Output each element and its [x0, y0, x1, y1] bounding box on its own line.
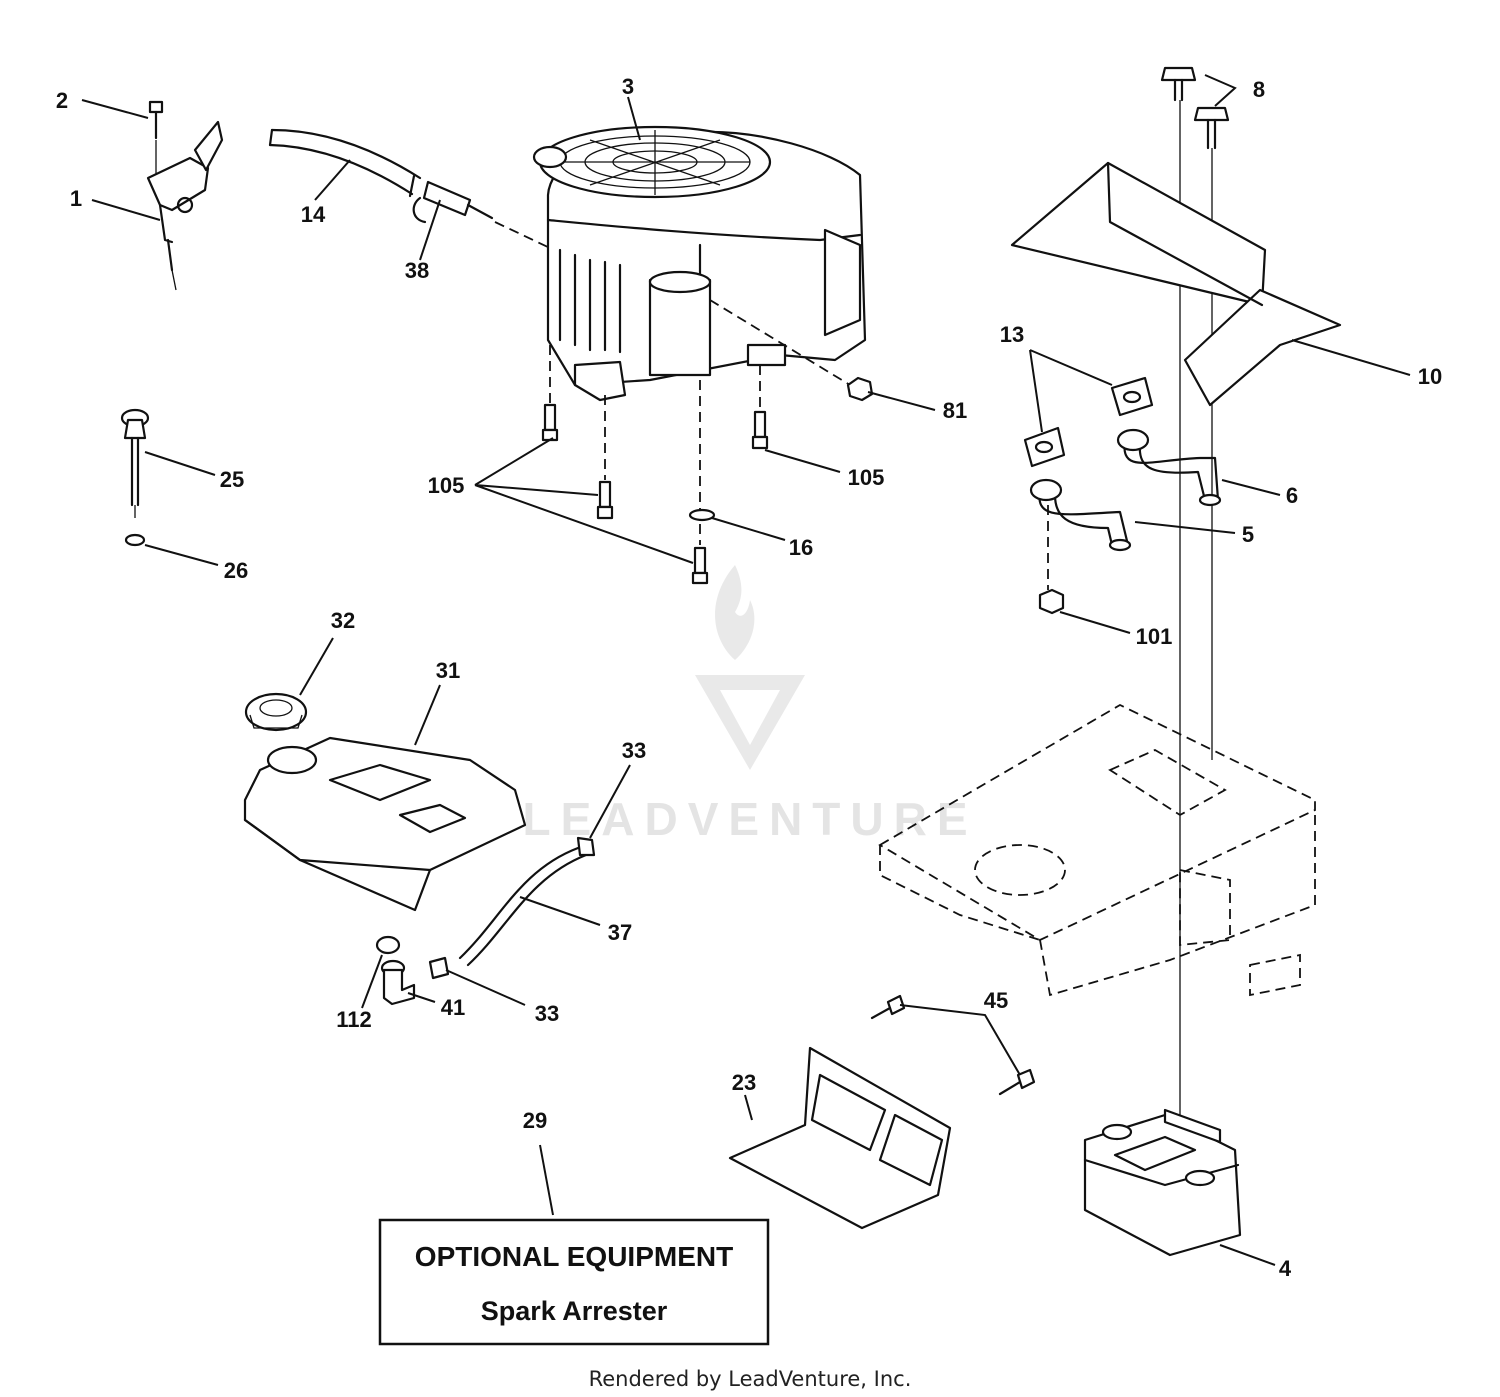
nut-81-part	[846, 376, 874, 402]
callout-112: 112	[336, 1007, 372, 1032]
callout-5: 5	[1242, 522, 1254, 547]
fuel-line-37-part	[458, 846, 588, 967]
bushing-112-part	[375, 935, 401, 955]
callout-labels: 2 1 3 14 38 8 10 13 6 5 81 105 105 16 25…	[56, 74, 1442, 1281]
callout-45: 45	[984, 988, 1008, 1013]
exhaust-pipe-5-part	[1029, 478, 1132, 590]
callout-13: 13	[1000, 322, 1024, 347]
throttle-control-part	[146, 100, 224, 291]
engine-bolts-part	[541, 345, 769, 585]
lock-washer-part	[688, 508, 716, 522]
callout-38: 38	[405, 258, 429, 283]
cover-plate-part	[728, 1046, 952, 1230]
callout-4: 4	[1279, 1256, 1292, 1281]
fuel-cap-part	[244, 692, 308, 732]
callout-26: 26	[224, 558, 248, 583]
render-credit: Rendered by LeadVenture, Inc.	[589, 1367, 912, 1391]
callout-25: 25	[220, 467, 244, 492]
fuel-fitting-41-part	[380, 959, 416, 1006]
callout-37: 37	[608, 920, 632, 945]
fuel-line-part	[268, 128, 551, 249]
muffler-part	[1083, 1108, 1242, 1257]
callout-81: 81	[943, 398, 967, 423]
watermark-logo	[695, 565, 805, 770]
callout-8: 8	[1253, 77, 1265, 102]
fuel-tank-part	[243, 736, 527, 912]
callout-41: 41	[441, 995, 465, 1020]
exhaust-pipe-6-part	[1116, 428, 1222, 507]
exhaust-gaskets-part	[1023, 376, 1154, 468]
leader-lines	[81, 74, 1411, 1266]
plate-screws-part	[870, 994, 1036, 1096]
optional-equipment-title: OPTIONAL EQUIPMENT	[415, 1241, 733, 1272]
frame-part	[878, 703, 1316, 997]
callout-105-right: 105	[848, 465, 885, 490]
callout-14: 14	[301, 202, 326, 227]
engine-part	[532, 125, 867, 402]
spark-arrester-label: Spark Arrester	[481, 1296, 668, 1326]
callout-1: 1	[70, 186, 82, 211]
callout-31: 31	[436, 658, 460, 683]
dipstick-part	[120, 408, 150, 547]
callout-16: 16	[789, 535, 813, 560]
optional-equipment-box: OPTIONAL EQUIPMENT Spark Arrester	[378, 1218, 770, 1346]
callout-33-upper: 33	[622, 738, 646, 763]
heat-shield-part	[1010, 161, 1342, 407]
callout-101: 101	[1136, 624, 1173, 649]
clamp-33-upper-part	[576, 836, 596, 857]
callout-23: 23	[732, 1070, 756, 1095]
callout-29: 29	[523, 1108, 547, 1133]
callout-105-left: 105	[428, 473, 465, 498]
watermark-text: LEADVENTURE	[522, 793, 977, 845]
nut-101-part	[1038, 588, 1065, 615]
callout-10: 10	[1418, 364, 1442, 389]
clamp-33-lower-part	[428, 956, 450, 980]
callout-33-lower: 33	[535, 1001, 559, 1026]
callout-32: 32	[331, 608, 355, 633]
callout-2: 2	[56, 88, 68, 113]
callout-3: 3	[622, 74, 634, 99]
callout-6: 6	[1286, 483, 1298, 508]
